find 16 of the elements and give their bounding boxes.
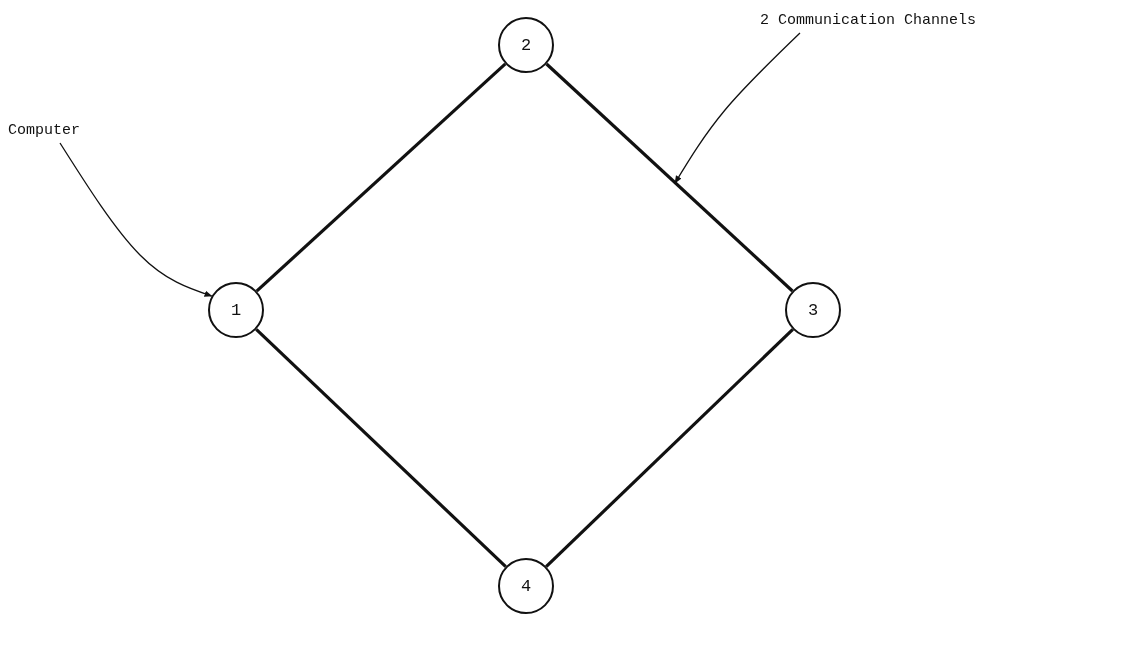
node-circle bbox=[785, 282, 841, 338]
leader-line bbox=[674, 32, 801, 184]
channel-line bbox=[545, 328, 794, 568]
node-number: 1 bbox=[230, 300, 242, 320]
channel-line bbox=[545, 62, 794, 293]
callout-text: Computer bbox=[8, 118, 108, 142]
node-circle bbox=[498, 17, 554, 73]
node-number: 4 bbox=[520, 576, 532, 596]
node-circle bbox=[498, 558, 554, 614]
node-number: 2 bbox=[520, 35, 532, 55]
node-circle bbox=[208, 282, 264, 338]
node-number: 3 bbox=[807, 300, 819, 320]
channel-line bbox=[255, 62, 507, 293]
leader-line bbox=[59, 142, 213, 297]
callout-text: 2 Communication Channels bbox=[760, 8, 1000, 32]
channel-line bbox=[255, 328, 507, 568]
